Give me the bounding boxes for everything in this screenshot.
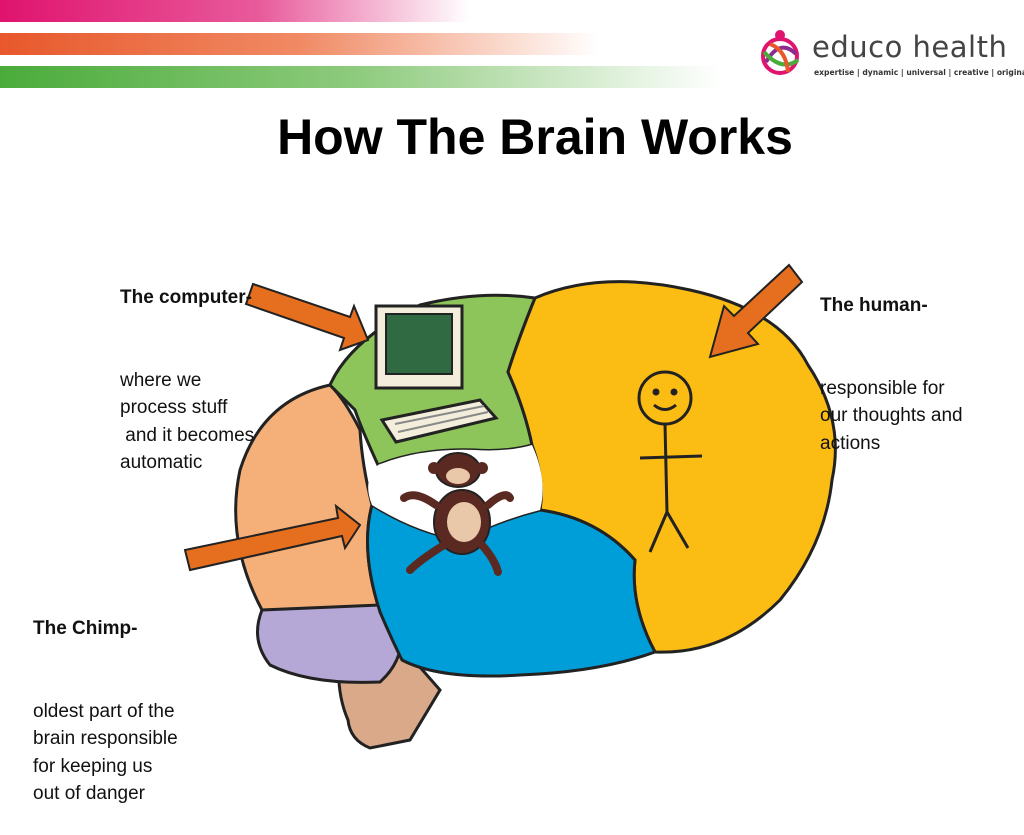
computer-label-heading: The computer-: [120, 287, 252, 308]
chimp-label-heading: The Chimp-: [33, 618, 138, 639]
logo-mark-icon: [761, 30, 800, 75]
arrow-to-computer: [244, 282, 370, 352]
logo-name: educo health: [812, 30, 1008, 64]
educo-health-logo: educo health expertise | dynamic | unive…: [752, 26, 1024, 84]
human-label-heading: The human-: [820, 295, 928, 316]
computer-icon: [374, 304, 499, 444]
computer-label-body: where we process stuff and it becomes au…: [120, 369, 255, 474]
brain-illustration: [183, 263, 837, 750]
human-label: The human- responsible for our thoughts …: [820, 237, 963, 485]
slide-title: How The Brain Works: [277, 109, 793, 165]
human-figure-icon: [637, 370, 703, 553]
human-label-body: responsible for our thoughts and actions: [820, 377, 963, 454]
computer-label: The computer- where we process stuff and…: [120, 229, 254, 504]
arrow-to-human: [708, 263, 804, 359]
header-stripe-green: [0, 66, 720, 88]
header-stripe-pink: [0, 0, 470, 22]
chimp-label: The Chimp- oldest part of the brain resp…: [33, 560, 178, 835]
logo-tagline: expertise | dynamic | universal | creati…: [814, 68, 1024, 77]
header-stripe-orange: [0, 33, 600, 55]
chimp-icon: [400, 452, 514, 576]
arrow-to-chimp: [183, 503, 362, 572]
chimp-label-body: oldest part of the brain responsible for…: [33, 700, 178, 805]
